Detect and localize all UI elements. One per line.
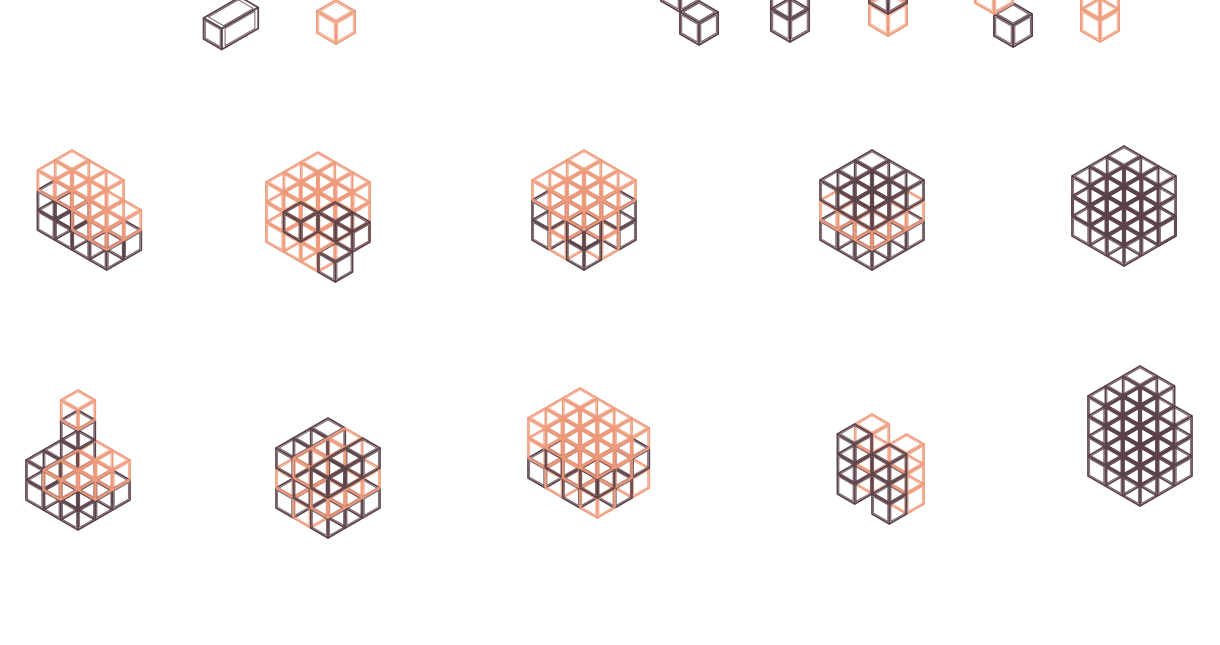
cube-with-protrusions <box>266 152 370 282</box>
split-tower <box>837 414 924 524</box>
piece-e <box>1081 0 1119 42</box>
piece-e-cell <box>1081 0 1119 20</box>
unit-piece-dark-cell <box>204 0 259 50</box>
pyramid-stack-cell <box>61 390 96 430</box>
light-top-block <box>532 150 636 270</box>
piece-a-cell <box>680 1 718 45</box>
pyramid-stack <box>26 390 130 530</box>
piece-b-cell <box>771 0 809 20</box>
unit-piece-light <box>317 0 355 44</box>
unit-piece-light-cell <box>317 0 355 44</box>
mixed-cube <box>276 418 380 538</box>
piece-c <box>869 0 907 36</box>
dark-offset-block <box>1072 146 1176 266</box>
dark-full-block <box>1088 366 1192 506</box>
piece-d-cell <box>994 3 1032 47</box>
wide-light-top-block <box>528 388 649 518</box>
piece-d <box>975 0 1032 47</box>
dark-top-block <box>820 150 924 270</box>
piece-b <box>771 0 809 42</box>
piece-d-cell <box>975 0 1013 14</box>
stepped-stack <box>37 150 141 270</box>
piece-a <box>661 0 718 45</box>
unit-piece-dark <box>204 0 259 50</box>
